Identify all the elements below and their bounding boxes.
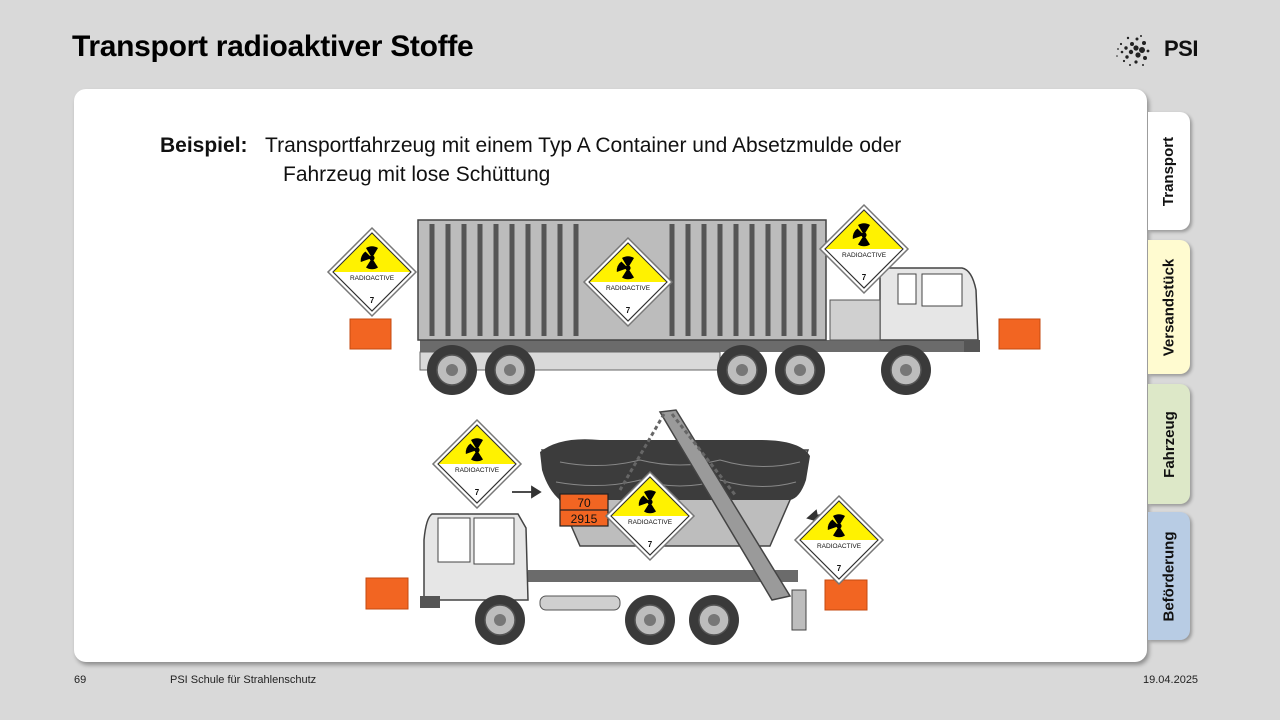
tab-befoerderung[interactable]: Beförderung: [1148, 512, 1190, 640]
psi-logo: PSI: [1112, 30, 1212, 72]
tab-befoerderung-label: Beförderung: [1160, 531, 1178, 621]
example-text: Beispiel: Transportfahrzeug mit einem Ty…: [160, 131, 902, 186]
example-line-1: Transportfahrzeug mit einem Typ A Contai…: [265, 134, 902, 157]
footer-organization: PSI Schule für Strahlenschutz: [170, 674, 317, 686]
tab-versandstueck[interactable]: Versandstück: [1148, 240, 1190, 374]
logo-text: PSI: [1164, 36, 1198, 61]
tab-transport[interactable]: Transport: [1148, 112, 1190, 230]
tab-transport-label: Transport: [1160, 136, 1178, 206]
tab-fahrzeug-label: Fahrzeug: [1160, 410, 1178, 478]
slide-title: Transport radioaktiver Stoffe: [72, 30, 474, 63]
tab-fahrzeug[interactable]: Fahrzeug: [1148, 384, 1190, 504]
page-number: 69: [74, 674, 87, 686]
tab-versandstueck-label: Versandstück: [1160, 258, 1178, 356]
psi-logo-icon: [1116, 35, 1150, 66]
example-line-2: Fahrzeug mit lose Schüttung: [283, 163, 551, 186]
footer-date: 19.04.2025: [1143, 674, 1199, 686]
content-panel: [74, 89, 1147, 662]
example-label: Beispiel:: [160, 134, 248, 157]
